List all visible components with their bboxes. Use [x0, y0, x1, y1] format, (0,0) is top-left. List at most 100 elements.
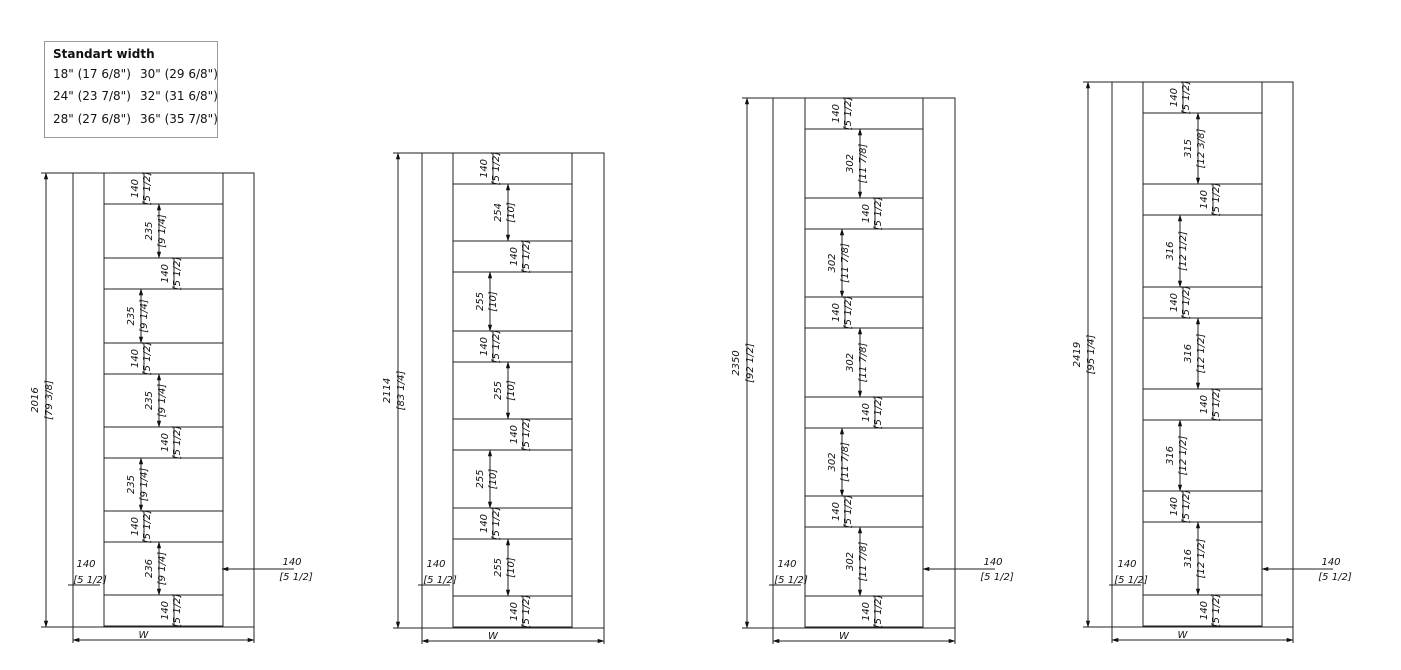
slat-height-mm: 140 — [1169, 293, 1180, 312]
gap-in-label: [12 3/8] — [1196, 129, 1207, 169]
slat-board — [804, 97, 924, 130]
slat-height-in: [5 1/2] — [873, 595, 884, 629]
side-right-in: [5 1/2] — [279, 572, 313, 583]
slat-height-in: [5 1/2] — [521, 240, 532, 274]
gap-mm-label: 254 — [493, 203, 504, 222]
gap-in-label: [10] — [506, 557, 517, 578]
slat-height-mm: 140 — [160, 264, 171, 283]
gap-mm-label: 315 — [1183, 139, 1194, 158]
overall-height-in: [92 1/2] — [745, 343, 756, 383]
side-left-mm: 140 — [76, 559, 95, 570]
gap-in-label: [10] — [506, 380, 517, 401]
slat-height-mm: 140 — [479, 159, 490, 178]
slat-height-in: [5 1/2] — [521, 418, 532, 452]
side-left-mm: 140 — [777, 559, 796, 570]
gap-in-label: [12 1/2] — [1196, 539, 1207, 579]
gap-in-label: [11 7/8] — [858, 144, 869, 184]
slat-height-in: [5 1/2] — [142, 342, 153, 376]
side-right-mm: 140 — [983, 557, 1002, 568]
slat-height-in: [5 1/2] — [491, 507, 502, 541]
gap-in-label: [9 1/4] — [157, 552, 168, 586]
legend-width-18: 18" (17 6/8") — [53, 67, 131, 81]
gap-mm-label: 302 — [845, 552, 856, 571]
slat-board — [1142, 286, 1263, 319]
slat-height-in: [5 1/2] — [172, 594, 183, 628]
overall-height-mm: 2114 — [382, 378, 393, 403]
width-label: W — [488, 631, 499, 642]
slat-height-in: [5 1/2] — [843, 495, 854, 529]
side-left-mm: 140 — [426, 559, 445, 570]
gap-in-label: [11 7/8] — [840, 243, 851, 283]
slat-height-in: [5 1/2] — [1181, 490, 1192, 524]
slat-board — [804, 495, 924, 528]
slat-height-mm: 140 — [130, 517, 141, 536]
slat-height-in: [5 1/2] — [1181, 286, 1192, 320]
slat-height-in: [5 1/2] — [843, 97, 854, 131]
slat-board — [804, 197, 924, 230]
slat-height-in: [5 1/2] — [1211, 594, 1222, 628]
gap-mm-label: 302 — [845, 154, 856, 173]
legend-width-32: 32" (31 6/8") — [140, 89, 218, 103]
slat-height-in: [5 1/2] — [1211, 388, 1222, 422]
gap-in-label: [9 1/4] — [157, 214, 168, 248]
legend-width-28: 28" (27 6/8") — [53, 112, 131, 126]
slat-height-in: [5 1/2] — [142, 172, 153, 206]
gap-in-label: [9 1/4] — [139, 468, 150, 502]
slat-height-mm: 140 — [831, 303, 842, 322]
gap-in-label: [12 1/2] — [1196, 334, 1207, 374]
gap-mm-label: 316 — [1165, 241, 1176, 260]
slat-height-mm: 140 — [509, 602, 520, 621]
overall-height-in: [83 1/4] — [396, 371, 407, 411]
slat-height-mm: 140 — [1169, 497, 1180, 516]
legend-title: Standart width — [53, 47, 155, 61]
legend-width-36: 36" (35 7/8") — [140, 112, 218, 126]
slat-board — [804, 595, 924, 628]
gap-mm-label: 302 — [845, 353, 856, 372]
slat-board — [1142, 594, 1263, 627]
gap-in-label: [10] — [506, 202, 517, 223]
slat-height-in: [5 1/2] — [1181, 81, 1192, 115]
side-left-in: [5 1/2] — [1114, 575, 1148, 586]
gap-mm-label: 236 — [144, 559, 155, 578]
slat-board — [452, 418, 573, 451]
gap-in-label: [12 1/2] — [1178, 231, 1189, 271]
side-right-mm: 140 — [1321, 557, 1340, 568]
slat-board — [103, 510, 224, 543]
gap-mm-label: 316 — [1165, 446, 1176, 465]
slat-height-mm: 140 — [1199, 601, 1210, 620]
gap-in-label: [11 7/8] — [858, 343, 869, 383]
side-right-in: [5 1/2] — [1318, 572, 1352, 583]
slat-height-mm: 140 — [861, 403, 872, 422]
slat-board — [103, 594, 224, 627]
overall-height-mm: 2419 — [1072, 342, 1083, 367]
slat-height-mm: 140 — [861, 204, 872, 223]
gap-mm-label: 302 — [827, 253, 838, 272]
slat-height-mm: 140 — [130, 179, 141, 198]
slat-board — [1142, 183, 1263, 216]
gap-in-label: [11 7/8] — [840, 442, 851, 482]
slat-board — [103, 257, 224, 290]
gap-in-label: [9 1/4] — [157, 384, 168, 418]
gap-mm-label: 235 — [144, 391, 155, 410]
slat-board — [452, 152, 573, 185]
gap-in-label: [10] — [488, 291, 499, 312]
width-label: W — [1178, 630, 1189, 641]
slat-height-in: [5 1/2] — [172, 426, 183, 460]
side-left-in: [5 1/2] — [423, 575, 457, 586]
slat-height-mm: 140 — [1199, 395, 1210, 414]
width-label: W — [139, 630, 150, 641]
slat-height-in: [5 1/2] — [1211, 183, 1222, 217]
slat-board — [452, 595, 573, 628]
slat-height-in: [5 1/2] — [873, 396, 884, 430]
slat-height-mm: 140 — [831, 104, 842, 123]
gap-mm-label: 255 — [493, 381, 504, 400]
side-left-in: [5 1/2] — [774, 575, 808, 586]
slat-height-mm: 140 — [1199, 190, 1210, 209]
gap-mm-label: 316 — [1183, 344, 1194, 363]
slat-board — [1142, 490, 1263, 523]
slat-height-in: [5 1/2] — [491, 152, 502, 186]
slat-height-mm: 140 — [509, 425, 520, 444]
gap-mm-label: 235 — [126, 306, 137, 325]
slat-height-in: [5 1/2] — [172, 257, 183, 291]
